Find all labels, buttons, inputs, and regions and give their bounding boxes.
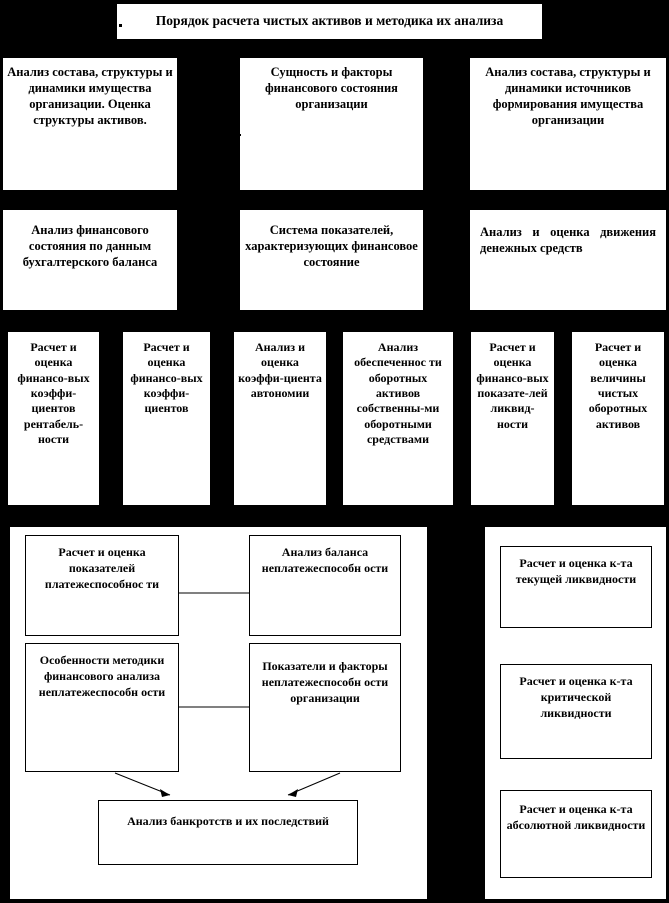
bottom-right-panel: Расчет и оценка к-та текущей ликвидности…	[485, 527, 666, 899]
node-financial-condition-essence: Сущность и факторы финансового состояния…	[240, 58, 423, 190]
node-label: Расчет и оценка показателей платежеспосо…	[44, 545, 160, 592]
node-label: Расчет и оценка величины чистых оборотны…	[588, 340, 648, 431]
node-liquidity-indicators: Расчет и оценка финансо-вых показате-лей…	[471, 332, 554, 505]
node-label: Анализ и оценка движения денежных средст…	[480, 225, 656, 255]
node-cash-flow-analysis: Анализ и оценка движения денежных средст…	[470, 210, 666, 310]
bottom-left-panel: Расчет и оценка показателей платежеспосо…	[10, 527, 427, 899]
node-current-liquidity-ratio: Расчет и оценка к-та текущей ликвидности	[500, 546, 652, 628]
node-financial-ratios: Расчет и оценка финансо-вых коэффи-циент…	[123, 332, 210, 505]
node-label: Расчет и оценка финансо-вых коэффи-циент…	[130, 340, 203, 416]
node-label: Анализ банкротств и их последствий	[127, 814, 329, 828]
node-label: Анализ и оценка коэффи-циента автономии	[238, 340, 322, 401]
node-label: Анализ состава, структуры и динамики иму…	[7, 65, 173, 127]
node-autonomy-ratio: Анализ и оценка коэффи-циента автономии	[234, 332, 326, 505]
node-critical-liquidity-ratio: Расчет и оценка к-та критической ликвидн…	[500, 664, 652, 759]
node-label: Расчет и оценка к-та абсолютной ликвидно…	[506, 802, 646, 833]
node-label: Расчет и оценка к-та текущей ликвидности	[515, 556, 637, 587]
title-bullet-mark	[119, 24, 122, 27]
node-bankruptcy-analysis: Анализ банкротств и их последствий	[98, 800, 358, 865]
node-label: Расчет и оценка финансо-вых показате-лей…	[476, 340, 549, 431]
node-insolvency-balance-analysis: Анализ баланса неплатежеспособн ости	[249, 535, 401, 636]
node-net-working-assets: Расчет и оценка величины чистых оборотны…	[572, 332, 664, 505]
node-asset-composition-analysis: Анализ состава, структуры и динамики иму…	[3, 58, 177, 190]
node-working-capital-coverage: Анализ обеспеченнос ти оборотных активов…	[343, 332, 453, 505]
node-profitability-ratios: Расчет и оценка финансо-вых коэффи-циент…	[8, 332, 99, 505]
node-label: Анализ баланса неплатежеспособн ости	[261, 545, 389, 576]
node-label: Анализ обеспеченнос ти оборотных активов…	[354, 340, 442, 447]
node-label: Показатели и факторы неплатежеспособн ос…	[261, 659, 389, 706]
node-sources-composition-analysis: Анализ состава, структуры и динамики ист…	[470, 58, 666, 190]
node-solvency-indicators: Расчет и оценка показателей платежеспосо…	[25, 535, 179, 636]
node-insolvency-methodology: Особенности методики финансового анализа…	[25, 643, 179, 772]
node-label: Анализ финансового состояния по данным б…	[22, 223, 158, 269]
node-label: Система показателей, характеризующих фин…	[245, 223, 418, 269]
node-label: Расчет и оценка финансо-вых коэффи-циент…	[17, 340, 90, 447]
node-label: Расчет и оценка к-та критической ликвидн…	[519, 674, 633, 721]
row1-connector-mark	[236, 134, 241, 136]
node-label: Анализ состава, структуры и динамики ист…	[485, 65, 651, 127]
node-label: Сущность и факторы финансового состояния…	[265, 65, 398, 111]
node-indicator-system: Система показателей, характеризующих фин…	[240, 210, 423, 310]
node-insolvency-factors: Показатели и факторы неплатежеспособн ос…	[249, 643, 401, 772]
diagram-title: Порядок расчета чистых активов и методик…	[155, 13, 504, 28]
diagram-title-box: Порядок расчета чистых активов и методик…	[117, 4, 542, 39]
node-balance-sheet-analysis: Анализ финансового состояния по данным б…	[3, 210, 177, 310]
node-absolute-liquidity-ratio: Расчет и оценка к-та абсолютной ликвидно…	[500, 790, 652, 878]
node-label: Особенности методики финансового анализа…	[38, 653, 166, 700]
